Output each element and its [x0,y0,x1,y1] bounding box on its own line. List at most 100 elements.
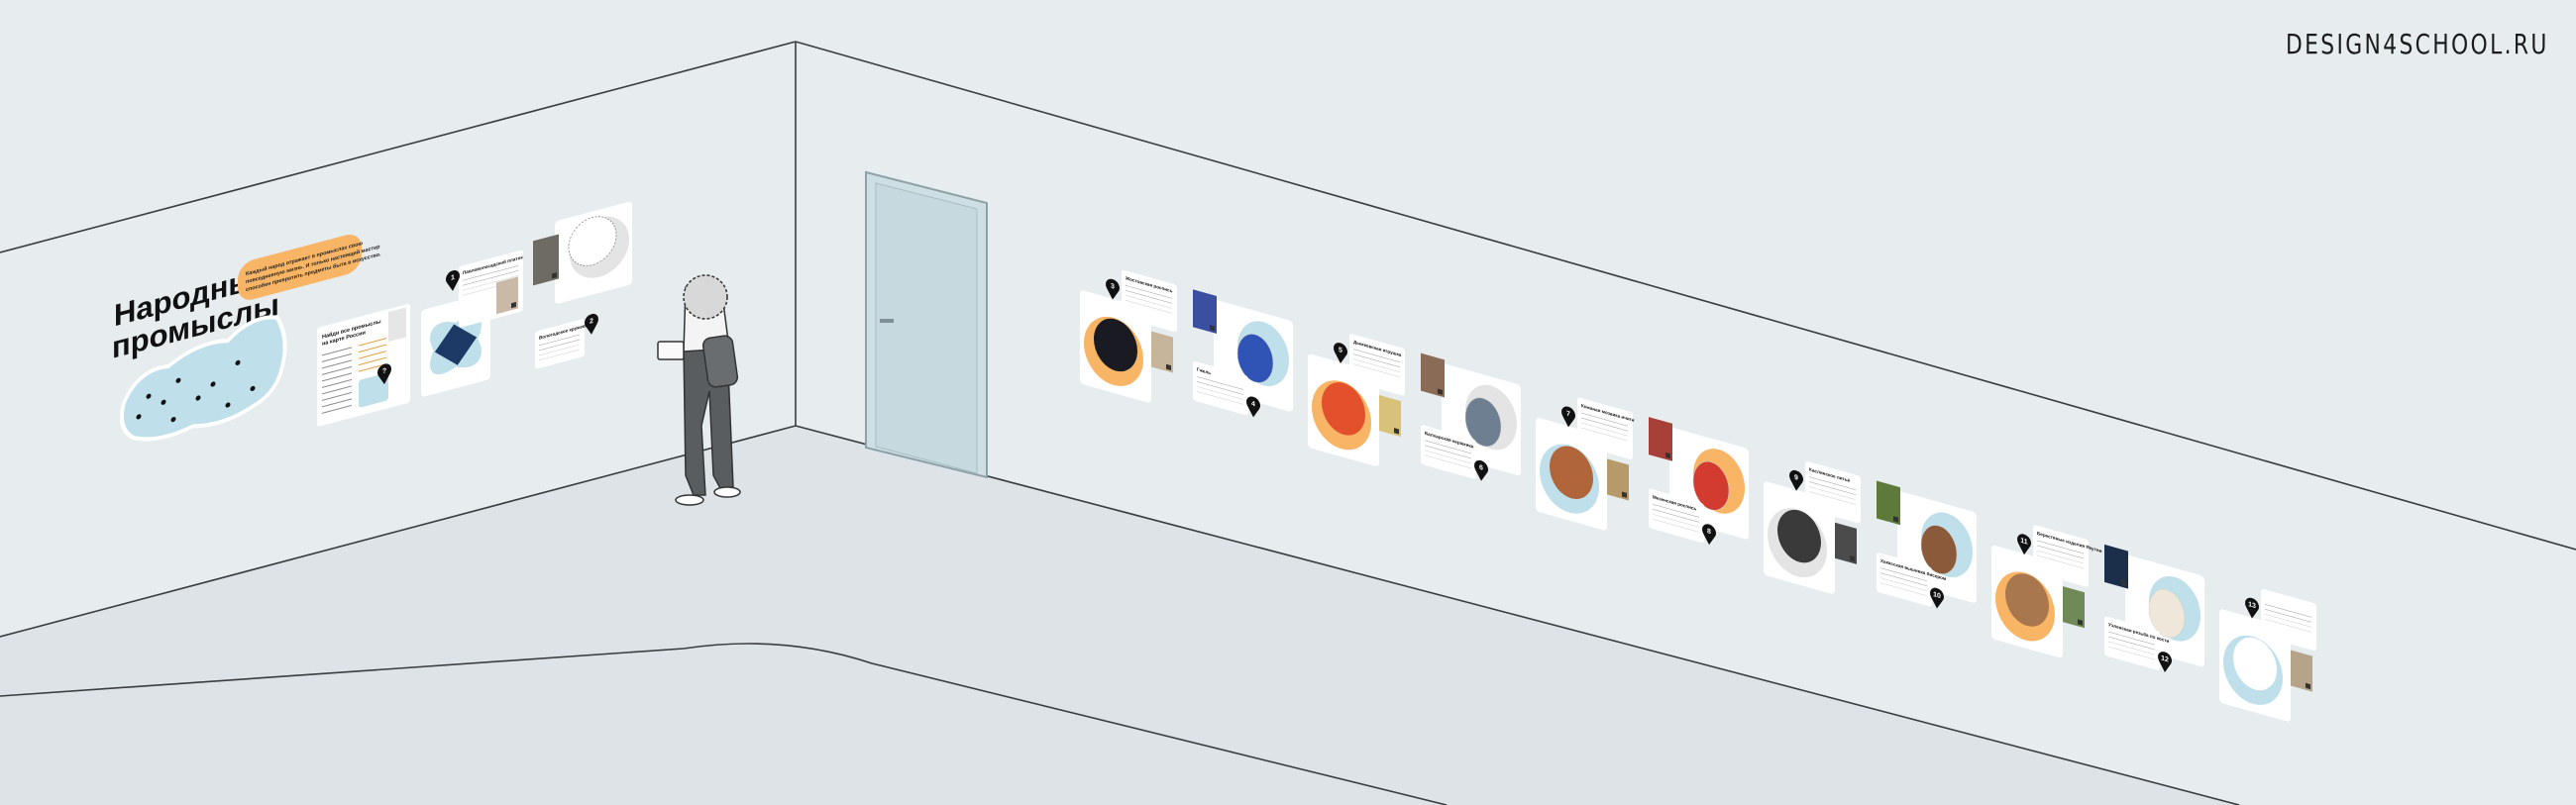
exhibit-photo[interactable] [2063,586,2085,629]
exhibit-pin[interactable]: 6 [1474,458,1488,483]
pin-number: 6 [1479,463,1483,472]
exhibit-item-image [1236,334,1274,383]
photo-image [1835,522,1857,564]
text-line [1809,481,1856,495]
legend-entry [322,372,352,382]
exhibit-title: Гжель [1197,366,1211,375]
exhibit-photo[interactable] [2291,650,2312,692]
exhibit-4[interactable]: Гжель 4 [1193,289,1293,428]
exhibit-photo[interactable] [1379,394,1401,438]
text-line [2037,554,2084,569]
exhibit-pin[interactable]: 9 [1789,468,1803,493]
exhibit-pin[interactable]: 2 [585,312,598,336]
exhibit-pin[interactable]: 8 [1702,523,1716,548]
info-card-bg [1577,397,1633,459]
exhibit-photo[interactable] [1151,331,1173,373]
exhibit-13[interactable]: 13 [2219,576,2316,729]
exhibit-photo[interactable] [1193,289,1217,335]
left-wall-floor-edge [0,425,797,638]
text-line [1809,486,1856,500]
exhibit-photo[interactable] [1877,480,1900,526]
exhibit-pin[interactable]: 3 [1106,277,1120,302]
map-dot [136,414,142,420]
exhibit-pin[interactable]: 1 [446,268,460,292]
pin-number: 10 [1933,590,1941,600]
exhibit-photo[interactable] [496,276,518,315]
map-pin-icon [1246,396,1260,418]
exhibit-pin[interactable]: 12 [2158,650,2172,674]
legend-entry [359,338,386,347]
exhibit-info-card[interactable]: Гжель [1193,360,1248,416]
pin-number: 12 [2161,654,2169,663]
pin-number: 2 [590,317,593,326]
exhibit-info-card[interactable]: Мезенская роспись [1649,488,1704,544]
text-line [1581,417,1628,432]
pin-number: 7 [1566,409,1570,418]
door-handle-icon[interactable] [880,319,894,323]
map-legend-list [322,338,386,414]
map-panel-pin[interactable]: ? [377,362,391,386]
text-line [1197,391,1243,405]
exhibit-photo[interactable] [1649,417,1672,461]
exhibit-item-image [434,324,478,365]
qr-code-icon [2306,682,2310,690]
exhibit-photo[interactable] [1421,352,1445,398]
info-card-bg [2033,525,2089,587]
map-dot [161,399,166,405]
exhibit-photo[interactable] [1607,458,1629,501]
text-line [1653,513,1699,528]
left-wall: Народные промыслы Каждый народ отражает … [112,201,632,442]
map-panel-qr-box [359,372,388,408]
map-pin-icon [2245,597,2259,619]
text-line [539,334,580,347]
exhibit-info-card[interactable]: Каслинское литьё [1805,460,1861,524]
exhibit-item-image [568,216,617,266]
exhibit-pin[interactable]: 11 [2017,533,2031,557]
exhibit-photo[interactable] [1835,522,1857,564]
door[interactable] [865,170,988,479]
map-pin-icon [1702,524,1716,546]
photo-image [533,234,559,286]
map-pin-icon [585,313,598,335]
room-edges [0,41,2576,805]
text-line [1653,518,1699,533]
text-line [1353,363,1400,378]
exhibit-photo[interactable] [533,234,559,286]
exhibit-pin[interactable]: 13 [2245,596,2259,621]
legend-entry [322,352,352,362]
site-logo[interactable]: DESIGN4SCHOOL.RU [2286,28,2549,60]
text-line [2108,641,2155,655]
exhibit-photo[interactable] [2104,544,2128,589]
exhibit-item-image [1692,460,1730,511]
exhibit-info-card[interactable]: Вологодское кружево [535,318,589,369]
text-line [2037,550,2084,564]
exhibit-item-image [2148,588,2186,639]
pin-number: 3 [1111,282,1115,291]
exhibit-info-card[interactable] [2261,588,2316,652]
pin-number: 13 [2248,600,2256,610]
exhibit-pin[interactable]: 7 [1561,405,1575,430]
left-wall-top-edge [0,41,797,253]
exhibit-pin[interactable]: 10 [1930,586,1944,611]
exhibit-pin[interactable]: 5 [1334,341,1347,365]
pin-number: 4 [1251,399,1255,408]
exhibit-pin[interactable]: 4 [1246,395,1260,420]
photo-image [2291,650,2312,692]
exhibit-item-image [2233,637,2277,691]
text-line [1126,284,1172,299]
map-dot [170,417,176,423]
qr-code-icon [1438,388,1443,395]
visitor-shoe-right [713,486,741,498]
text-line [463,265,518,281]
